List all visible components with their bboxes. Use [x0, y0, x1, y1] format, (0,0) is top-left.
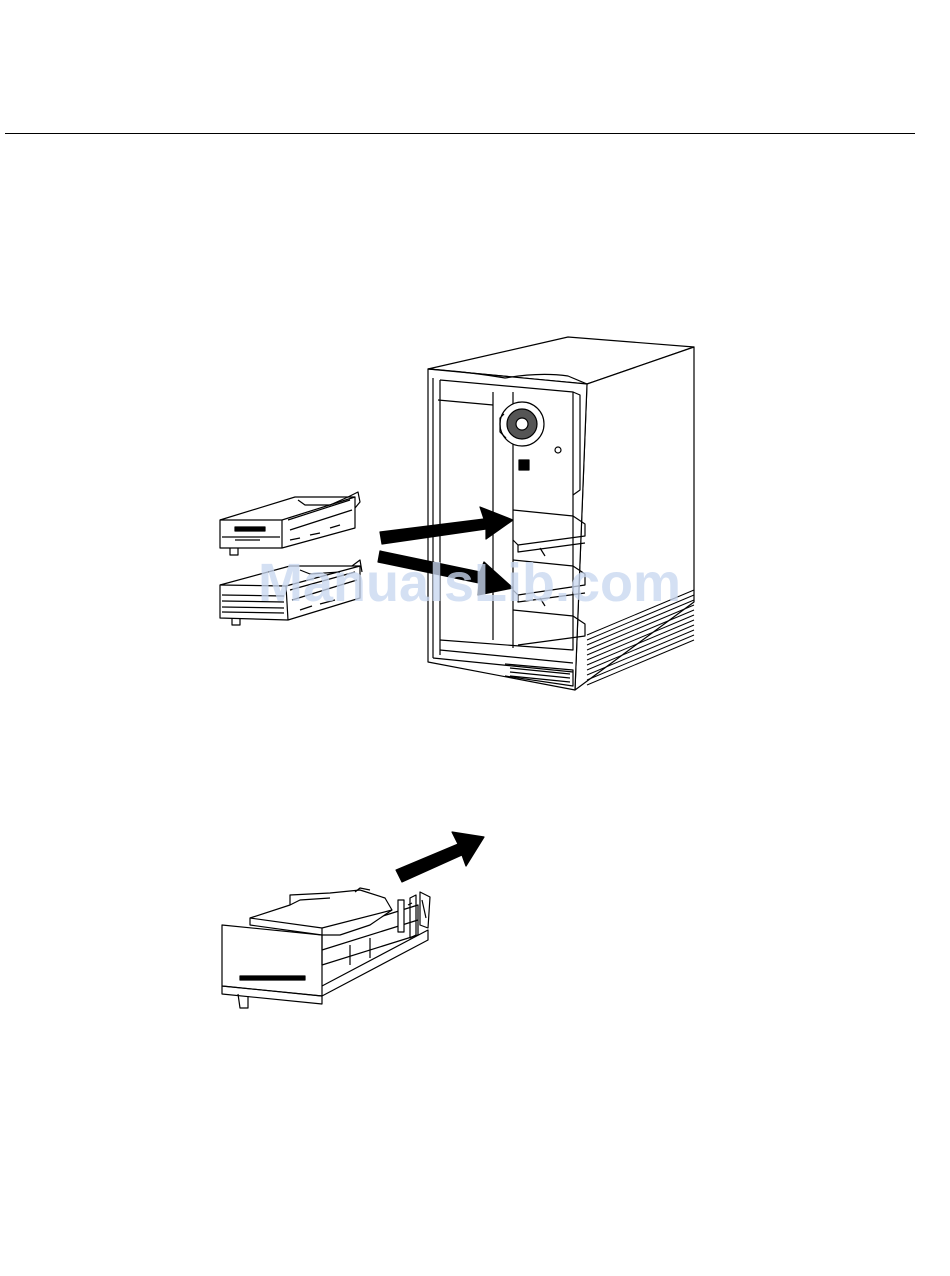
floppy-drive [220, 492, 360, 555]
computer-tower-chassis [428, 337, 694, 690]
hard-disk-drive-on-carrier [222, 888, 430, 1008]
insertion-arrow [396, 832, 484, 882]
watermark: ManualsLib.com [258, 552, 681, 614]
